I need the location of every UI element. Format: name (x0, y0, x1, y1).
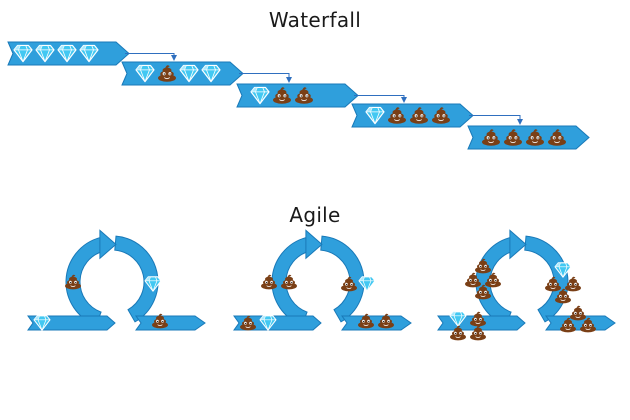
agile-output-arrow (135, 315, 206, 331)
poo-icon (470, 311, 486, 327)
diamond-icon (201, 64, 221, 83)
poo-icon (526, 129, 544, 146)
poo-icon (281, 274, 297, 290)
poo-icon (580, 317, 596, 333)
agile-title: Agile (289, 203, 341, 227)
waterfall-connector (239, 73, 292, 83)
poo-icon (475, 284, 491, 300)
poo-icon (295, 87, 313, 104)
waterfall-connector (125, 53, 177, 61)
diamond-icon (79, 44, 99, 63)
poo-icon (482, 129, 500, 146)
agile-output-arrow (341, 315, 412, 331)
poo-icon (545, 276, 561, 292)
agile-loop-arrowhead (509, 229, 527, 260)
poo-icon (465, 272, 481, 288)
diamond-icon (57, 44, 77, 63)
poo-icon (358, 313, 374, 329)
diamond-icon (358, 276, 376, 292)
poo-icon (570, 305, 586, 321)
agile-loop-arc-right (114, 235, 159, 323)
poo-icon (560, 317, 576, 333)
poo-icon (388, 107, 406, 124)
diamond-icon (179, 64, 199, 83)
poo-icon (158, 65, 176, 82)
poo-icon (378, 313, 394, 329)
diamond-icon (449, 311, 467, 327)
agile-loop-arrowhead (305, 229, 323, 260)
waterfall-connector (469, 115, 523, 125)
poo-icon (240, 315, 256, 331)
agile-loop-arc-right (320, 235, 365, 323)
agile-loop-arrowhead (99, 229, 117, 260)
poo-icon (565, 276, 581, 292)
agile-cycle-2 (233, 229, 412, 331)
agile-cycle-3 (437, 229, 616, 331)
diamond-icon (144, 276, 162, 292)
diamond-icon (250, 86, 270, 105)
poo-icon (450, 325, 466, 341)
diamond-icon (35, 44, 55, 63)
poo-icon (410, 107, 428, 124)
poo-icon (152, 313, 168, 329)
diamond-icon (135, 64, 155, 83)
poo-icon (341, 276, 357, 292)
diamond-icon (33, 315, 51, 331)
poo-icon (548, 129, 566, 146)
waterfall-title: Waterfall (268, 8, 362, 32)
poo-icon (432, 107, 450, 124)
waterfall-connector (354, 95, 407, 103)
poo-icon (470, 325, 486, 341)
poo-icon (485, 272, 501, 288)
poo-icon (261, 274, 277, 290)
agile-cycle-1 (27, 229, 206, 331)
diamond-icon (554, 262, 572, 278)
diamond-icon (259, 315, 277, 331)
diamond-icon (365, 106, 385, 125)
poo-icon (273, 87, 291, 104)
poo-icon (555, 288, 571, 304)
agile-loop-arc-right (524, 235, 569, 323)
poo-icon (504, 129, 522, 146)
poo-icon (65, 274, 81, 290)
diamond-icon (13, 44, 33, 63)
poo-icon (475, 258, 491, 274)
